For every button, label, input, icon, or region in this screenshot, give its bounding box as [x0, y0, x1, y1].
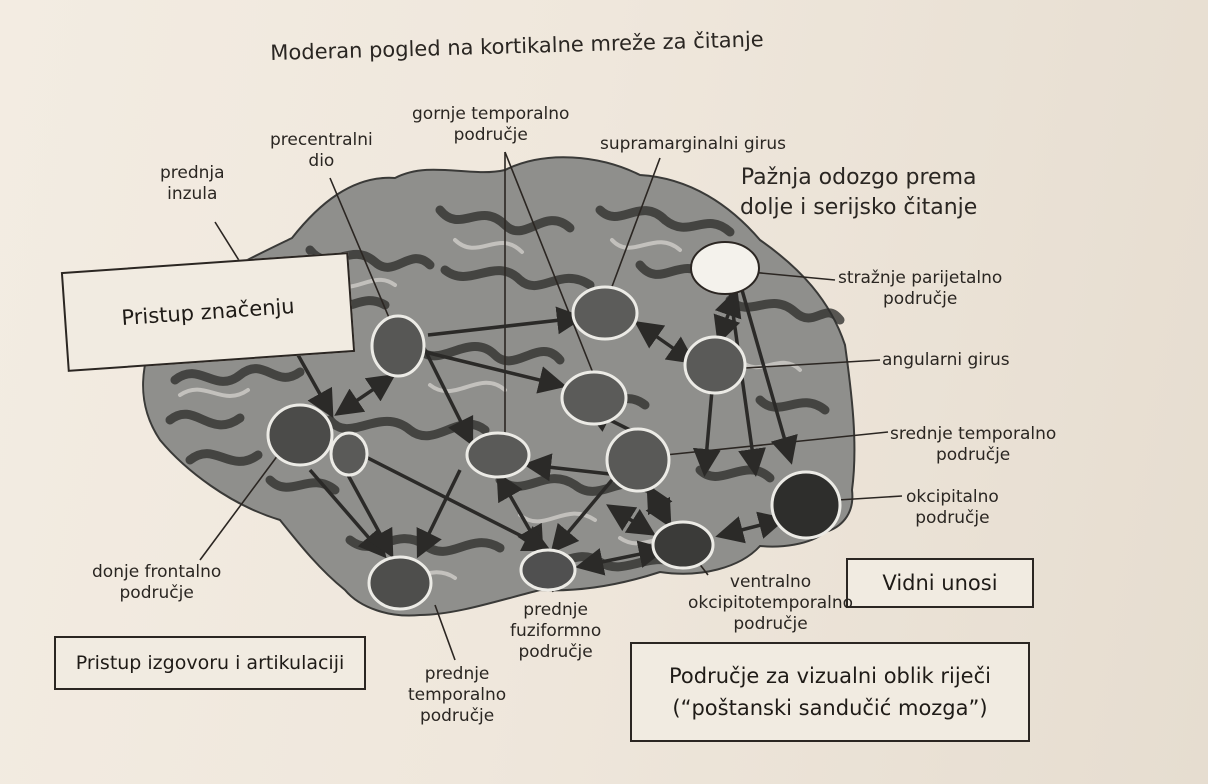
label-inferior-frontal-line-2: područje — [92, 583, 221, 604]
box-visual-word-form: Područje za vizualni oblik riječi (“pošt… — [630, 642, 1030, 742]
box-access-meaning-label: Pristup značenju — [121, 294, 296, 330]
label-occipital-line-1: okcipitalno — [906, 487, 999, 508]
label-ventral-occipitotemporal-line-3: područje — [688, 614, 853, 635]
label-middle-temporal-line-1: srednje temporalno — [890, 424, 1056, 445]
label-anterior-fusiform: prednje fuziformno područje — [510, 600, 601, 663]
region-middle-temporal-2 — [467, 433, 529, 477]
label-anterior-insula: prednja inzula — [160, 163, 225, 205]
label-inferior-frontal-line-1: donje frontalno — [92, 562, 221, 583]
region-posterior-parietal — [691, 242, 759, 294]
box-access-meaning: Pristup značenju — [61, 252, 355, 372]
label-superior-temporal-line-1: gornje temporalno — [412, 104, 569, 125]
box-access-pronunciation: Pristup izgovoru i artikulaciji — [54, 636, 366, 690]
label-precentral-line-2: dio — [270, 151, 373, 172]
box-visual-word-form-line-1: Područje za vizualni oblik riječi — [669, 660, 991, 692]
label-precentral: precentralni dio — [270, 130, 373, 172]
label-ventral-occipitotemporal: ventralno okcipitotemporalno područje — [688, 572, 853, 635]
label-anterior-temporal-line-3: područje — [408, 706, 506, 727]
attention-label: Pažnja odozgo prema dolje i serijsko čit… — [740, 163, 977, 223]
label-occipital: okcipitalno područje — [906, 487, 999, 529]
label-inferior-frontal: donje frontalno područje — [92, 562, 221, 604]
label-anterior-insula-line-1: prednja — [160, 163, 225, 184]
label-superior-temporal-line-2: područje — [412, 125, 569, 146]
region-middle-temporal — [607, 429, 669, 491]
region-angular — [685, 337, 745, 393]
region-occipital — [772, 472, 840, 538]
label-posterior-parietal-line-2: područje — [838, 289, 1002, 310]
region-inferior-frontal — [268, 405, 332, 465]
label-supramarginal: supramarginalni girus — [600, 134, 786, 155]
box-visual-word-form-line-2: (“poštanski sandučić mozga”) — [672, 692, 987, 724]
attention-label-line-2: dolje i serijsko čitanje — [740, 193, 977, 223]
region-anterior-insula — [331, 433, 367, 475]
label-anterior-fusiform-line-1: prednje — [510, 600, 601, 621]
region-precentral — [372, 316, 424, 376]
label-anterior-temporal: prednje temporalno područje — [408, 664, 506, 727]
label-precentral-line-1: precentralni — [270, 130, 373, 151]
label-middle-temporal-line-2: područje — [890, 445, 1056, 466]
region-superior-temporal — [562, 372, 626, 424]
region-anterior-fusiform — [521, 550, 575, 590]
label-anterior-fusiform-line-3: područje — [510, 642, 601, 663]
box-visual-input-label: Vidni unosi — [882, 571, 997, 595]
box-access-pronunciation-label: Pristup izgovoru i artikulaciji — [76, 652, 345, 674]
label-anterior-insula-line-2: inzula — [160, 184, 225, 205]
label-anterior-temporal-line-2: temporalno — [408, 685, 506, 706]
box-visual-input: Vidni unosi — [846, 558, 1034, 608]
label-posterior-parietal: stražnje parijetalno područje — [838, 268, 1002, 310]
label-middle-temporal: srednje temporalno područje — [890, 424, 1056, 466]
label-anterior-fusiform-line-2: fuziformno — [510, 621, 601, 642]
label-angular: angularni girus — [882, 350, 1010, 371]
label-ventral-occipitotemporal-line-1: ventralno — [688, 572, 853, 593]
region-supramarginal — [573, 287, 637, 339]
region-ventral-occipitotemporal — [653, 522, 713, 568]
label-superior-temporal: gornje temporalno područje — [412, 104, 569, 146]
label-posterior-parietal-line-1: stražnje parijetalno — [838, 268, 1002, 289]
attention-label-line-1: Pažnja odozgo prema — [740, 163, 977, 193]
region-anterior-temporal — [369, 557, 431, 609]
label-anterior-temporal-line-1: prednje — [408, 664, 506, 685]
label-ventral-occipitotemporal-line-2: okcipitotemporalno — [688, 593, 853, 614]
label-occipital-line-2: područje — [906, 508, 999, 529]
